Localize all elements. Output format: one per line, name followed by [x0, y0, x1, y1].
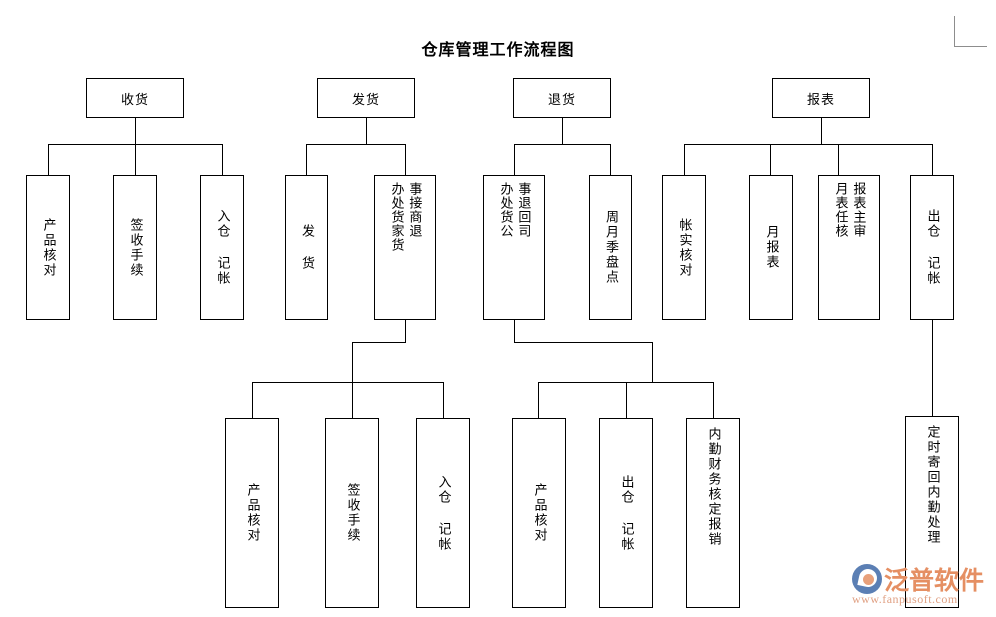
- node-shipping-child-2[interactable]: 事接商退 办处货家货: [374, 175, 436, 320]
- connector-returns-drop-1: [514, 144, 515, 175]
- node-label: 内勤财务核定报销: [706, 427, 722, 547]
- node-shipping-sub-3[interactable]: 入仓 记帐: [416, 418, 470, 608]
- brand-logo-icon: [852, 564, 882, 594]
- connector-reports-drop-4: [932, 144, 933, 175]
- node-shipping-sub-1[interactable]: 产品核对: [225, 418, 279, 608]
- node-label: 帐实核对: [677, 217, 693, 278]
- connector-reports-sub-stem: [932, 320, 933, 416]
- connector-shipping-sub-stem-b: [352, 342, 353, 382]
- connector-returns-sub-drop-3: [713, 382, 714, 418]
- connector-shipping-bus: [306, 144, 406, 145]
- node-receiving-child-3[interactable]: 入仓 记帐: [200, 175, 244, 320]
- node-shipping-child-1[interactable]: 发 货: [285, 175, 328, 320]
- node-label: 入仓 记帐: [436, 474, 452, 552]
- node-reports-child-2[interactable]: 月报表: [749, 175, 793, 320]
- node-reports-child-1[interactable]: 帐实核对: [662, 175, 706, 320]
- connector-shipping-drop-2: [405, 144, 406, 175]
- node-label: 周月季盘点: [603, 210, 619, 285]
- node-label: 报表: [806, 91, 835, 107]
- connector-returns-drop-2: [610, 144, 611, 175]
- connector-shipping-sub-stem-a: [405, 320, 406, 342]
- connector-returns-sub-stem-a: [514, 320, 515, 342]
- node-label-column-right: 事退回司: [516, 182, 532, 238]
- node-label-column-right: 报表主审: [851, 182, 867, 238]
- node-label: 产品核对: [245, 483, 261, 543]
- node-returns-child-1[interactable]: 事退回司 办处货公: [483, 175, 545, 320]
- connector-shipping-sub-drop-1: [252, 382, 253, 418]
- node-returns-sub-2[interactable]: 出仓 记帐: [599, 418, 653, 608]
- node-reports-sub-1[interactable]: 定时寄回内勤处理: [905, 416, 959, 608]
- connector-receiving-drop-3: [222, 144, 223, 175]
- connector-receiving-drop-1: [48, 144, 49, 175]
- node-reports-header[interactable]: 报表: [772, 78, 870, 118]
- node-label: 产品核对: [532, 483, 548, 543]
- node-returns-child-2[interactable]: 周月季盘点: [589, 175, 632, 320]
- node-reports-child-4[interactable]: 出仓 记帐: [910, 175, 954, 320]
- connector-receiving-drop-2: [135, 144, 136, 175]
- node-label-column-left: 办处货家货: [389, 182, 405, 252]
- node-label: 发 货: [299, 224, 315, 271]
- connector-returns-bus: [514, 144, 611, 145]
- node-label-column-left: 月表任核: [833, 182, 849, 238]
- node-shipping-header[interactable]: 发货: [317, 78, 415, 118]
- node-label: 签收手续: [128, 217, 144, 278]
- connector-shipping-sub-drop-2: [352, 382, 353, 418]
- node-receiving-header[interactable]: 收货: [86, 78, 184, 118]
- connector-returns-stem: [562, 118, 563, 144]
- connector-reports-bus: [684, 144, 933, 145]
- connector-returns-sub-drop-2: [626, 382, 627, 418]
- connector-reports-drop-1: [684, 144, 685, 175]
- node-label: 发货: [351, 91, 380, 107]
- page-corner-guide-icon: [954, 16, 987, 47]
- node-label: 收货: [120, 91, 149, 107]
- connector-returns-sub-jog: [514, 342, 653, 343]
- node-receiving-child-2[interactable]: 签收手续: [113, 175, 157, 320]
- node-label: 月报表: [764, 225, 780, 270]
- connector-reports-stem: [821, 118, 822, 144]
- connector-shipping-sub-drop-3: [443, 382, 444, 418]
- node-returns-sub-1[interactable]: 产品核对: [512, 418, 566, 608]
- connector-shipping-sub-jog: [352, 342, 406, 343]
- node-shipping-sub-2[interactable]: 签收手续: [325, 418, 379, 608]
- node-label: 出仓 记帐: [925, 209, 941, 286]
- connector-shipping-sub-bus: [252, 382, 444, 383]
- connector-receiving-stem: [135, 118, 136, 144]
- connector-reports-drop-3: [838, 144, 839, 175]
- connector-reports-drop-2: [770, 144, 771, 175]
- node-label: 入仓 记帐: [215, 209, 231, 286]
- page-title: 仓库管理工作流程图: [421, 42, 575, 59]
- node-receiving-child-1[interactable]: 产品核对: [26, 175, 70, 320]
- node-returns-sub-3[interactable]: 内勤财务核定报销: [686, 418, 740, 608]
- node-label: 退货: [547, 91, 576, 107]
- connector-returns-sub-drop-1: [538, 382, 539, 418]
- node-label: 签收手续: [345, 483, 361, 543]
- node-label: 定时寄回内勤处理: [925, 425, 941, 545]
- node-returns-header[interactable]: 退货: [513, 78, 611, 118]
- node-label-column-right: 事接商退: [407, 182, 423, 238]
- connector-shipping-stem: [366, 118, 367, 144]
- node-label: 出仓 记帐: [619, 474, 635, 552]
- connector-returns-sub-stem-b: [652, 342, 653, 382]
- node-reports-child-3[interactable]: 报表主审 月表任核: [818, 175, 880, 320]
- node-label-column-left: 办处货公: [498, 182, 514, 238]
- connector-shipping-drop-1: [306, 144, 307, 175]
- node-label: 产品核对: [41, 217, 57, 278]
